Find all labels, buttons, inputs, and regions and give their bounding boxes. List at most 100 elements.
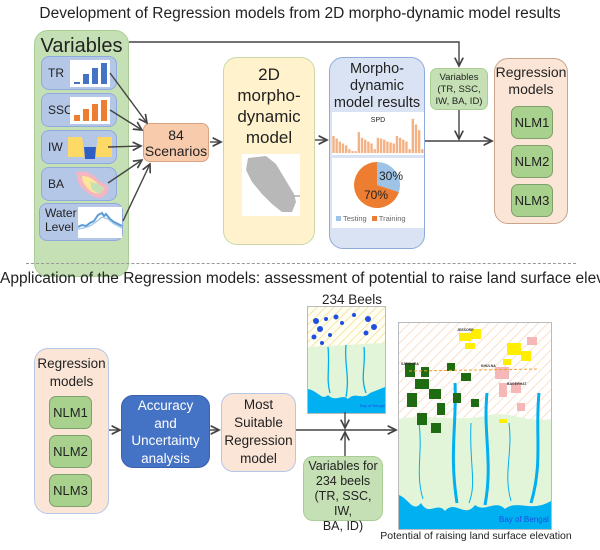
spd-bar bbox=[386, 141, 389, 153]
regression-bottom-line1: Regression bbox=[37, 356, 106, 371]
spd-bar bbox=[411, 118, 414, 153]
variable-water-level: Water Level bbox=[39, 203, 123, 241]
beels-label: 234 Beels bbox=[321, 292, 383, 307]
scenarios-count: 84 bbox=[168, 127, 184, 143]
spd-chart-title: SPD bbox=[370, 117, 386, 124]
beels-map-graphic: Bay of Bengal bbox=[308, 307, 385, 413]
variables-beels-line2: 234 beels bbox=[315, 474, 371, 488]
variable-ssc-label: SSC bbox=[48, 103, 73, 117]
variable-ssc: SSC bbox=[41, 93, 117, 127]
most-suitable-line3: Regression bbox=[224, 433, 293, 448]
spd-bar bbox=[395, 135, 399, 153]
train-test-pie bbox=[354, 161, 401, 208]
scenarios-box: 84 Scenarios bbox=[143, 123, 209, 162]
pie-slice-training bbox=[354, 162, 399, 208]
blue-bar-chart-icon bbox=[70, 60, 110, 87]
variables-beels-box: Variables for 234 beels (TR, SSC, IW, BA… bbox=[303, 456, 383, 533]
accuracy-line4: analysis bbox=[141, 450, 190, 466]
spd-bar bbox=[338, 141, 342, 153]
most-suitable-box: Most Suitable Regression model bbox=[221, 393, 296, 472]
legend-training-label: Training bbox=[378, 214, 406, 223]
spd-bar bbox=[335, 138, 338, 153]
spd-bar bbox=[376, 137, 380, 153]
variables-small-line2: (TR, SSC, bbox=[437, 84, 481, 95]
basin-area-map-icon bbox=[76, 171, 109, 198]
spd-bar bbox=[341, 143, 345, 153]
pie-testing-label: 30% bbox=[379, 169, 404, 183]
pie-legend: Testing Training bbox=[336, 214, 406, 223]
accuracy-line3: Uncertainty bbox=[131, 433, 200, 448]
results-line1: Morpho- bbox=[350, 61, 404, 77]
spd-bar bbox=[383, 139, 386, 153]
nlm2-bottom: NLM2 bbox=[49, 435, 92, 468]
most-suitable-line2: Suitable bbox=[234, 415, 283, 430]
model-2d-line1: 2D bbox=[258, 65, 280, 84]
water-label-line1: Water bbox=[45, 206, 77, 220]
spd-bar bbox=[417, 130, 421, 153]
pie-training-label: 70% bbox=[364, 188, 389, 202]
orange-bar-chart-icon bbox=[70, 97, 110, 124]
results-line2: dynamic bbox=[350, 78, 404, 94]
spd-bar bbox=[373, 149, 376, 153]
channel-cross-section-icon bbox=[68, 137, 112, 159]
spd-bar bbox=[364, 139, 367, 153]
variable-iw: IW bbox=[41, 130, 117, 164]
spd-bar bbox=[351, 151, 354, 153]
regression-top-line2: models bbox=[508, 81, 554, 97]
scenarios-label: Scenarios bbox=[144, 143, 208, 159]
spd-bar bbox=[405, 141, 408, 153]
spd-bars bbox=[332, 118, 424, 153]
variables-beels-line3: (TR, SSC, IW, bbox=[314, 489, 372, 518]
result-map-caption: Potential of raising land surface elevat… bbox=[380, 530, 572, 542]
variable-tr: TR bbox=[41, 56, 117, 90]
spd-bar bbox=[367, 141, 370, 153]
nlm3-top: NLM3 bbox=[511, 184, 553, 217]
result-map-bay-label: Bay of Bengal bbox=[499, 515, 549, 524]
map-label-satkhira: SATKHIRA bbox=[401, 362, 419, 366]
spd-bar bbox=[360, 137, 364, 153]
spd-bar bbox=[392, 143, 395, 153]
spd-bar bbox=[354, 151, 357, 153]
pie-slice-testing bbox=[377, 161, 401, 193]
nlm3-bottom: NLM3 bbox=[49, 474, 92, 507]
bottom-section-title: Application of the Regression models: as… bbox=[0, 270, 600, 287]
spd-bar bbox=[389, 142, 392, 153]
nlm2-top: NLM2 bbox=[511, 145, 553, 178]
variable-water-level-label: Water Level bbox=[45, 206, 77, 234]
legend-training-swatch bbox=[371, 216, 377, 221]
variables-beels-line4: BA, ID) bbox=[322, 519, 364, 533]
map-label-bagerhat: BAGERHAT bbox=[507, 382, 527, 386]
spd-bar bbox=[357, 132, 361, 153]
pie-chart-panel: 30% 70% Testing Training bbox=[332, 158, 424, 228]
model-2d-box: 2D morpho- dynamic model bbox=[223, 57, 315, 245]
top-section-title: Development of Regression models from 2D… bbox=[39, 5, 561, 22]
model-2d-line3: dynamic bbox=[237, 107, 301, 126]
water-level-timeseries-icon bbox=[78, 207, 122, 238]
regression-top-line1: Regression bbox=[495, 64, 567, 80]
variables-small-line3: IW, BA, ID) bbox=[435, 96, 483, 107]
beels-map: Bay of Bengal bbox=[307, 306, 386, 414]
water-label-line2: Level bbox=[45, 220, 74, 234]
result-map-graphic: JESSORE KHULNA SATKHIRA BAGERHAT Bay of … bbox=[399, 323, 551, 529]
map-label-jessore: JESSORE bbox=[457, 328, 474, 332]
legend-testing-swatch bbox=[336, 216, 341, 221]
variable-iw-label: IW bbox=[48, 140, 63, 154]
variable-tr-label: TR bbox=[48, 66, 64, 80]
spd-bar bbox=[421, 149, 424, 153]
regression-bottom-line2: models bbox=[49, 374, 94, 389]
spd-bar bbox=[379, 138, 383, 153]
spd-bar bbox=[348, 149, 351, 153]
beels-map-bay-label: Bay of Bengal bbox=[360, 403, 385, 408]
model-mesh-map-icon bbox=[242, 154, 300, 216]
result-map: JESSORE KHULNA SATKHIRA BAGERHAT Bay of … bbox=[398, 322, 552, 530]
variables-small-box: Variables (TR, SSC, IW, BA, ID) bbox=[430, 68, 488, 110]
most-suitable-line4: model bbox=[240, 451, 277, 466]
spd-bar bbox=[398, 137, 402, 153]
nlm1-bottom: NLM1 bbox=[49, 396, 92, 429]
spd-bar bbox=[408, 149, 411, 153]
most-suitable-line1: Most bbox=[243, 397, 274, 412]
spd-bar bbox=[370, 143, 373, 153]
variables-small-line1: Variables bbox=[439, 72, 479, 83]
accuracy-line2: and bbox=[154, 415, 177, 431]
variable-ba: BA bbox=[41, 167, 117, 201]
